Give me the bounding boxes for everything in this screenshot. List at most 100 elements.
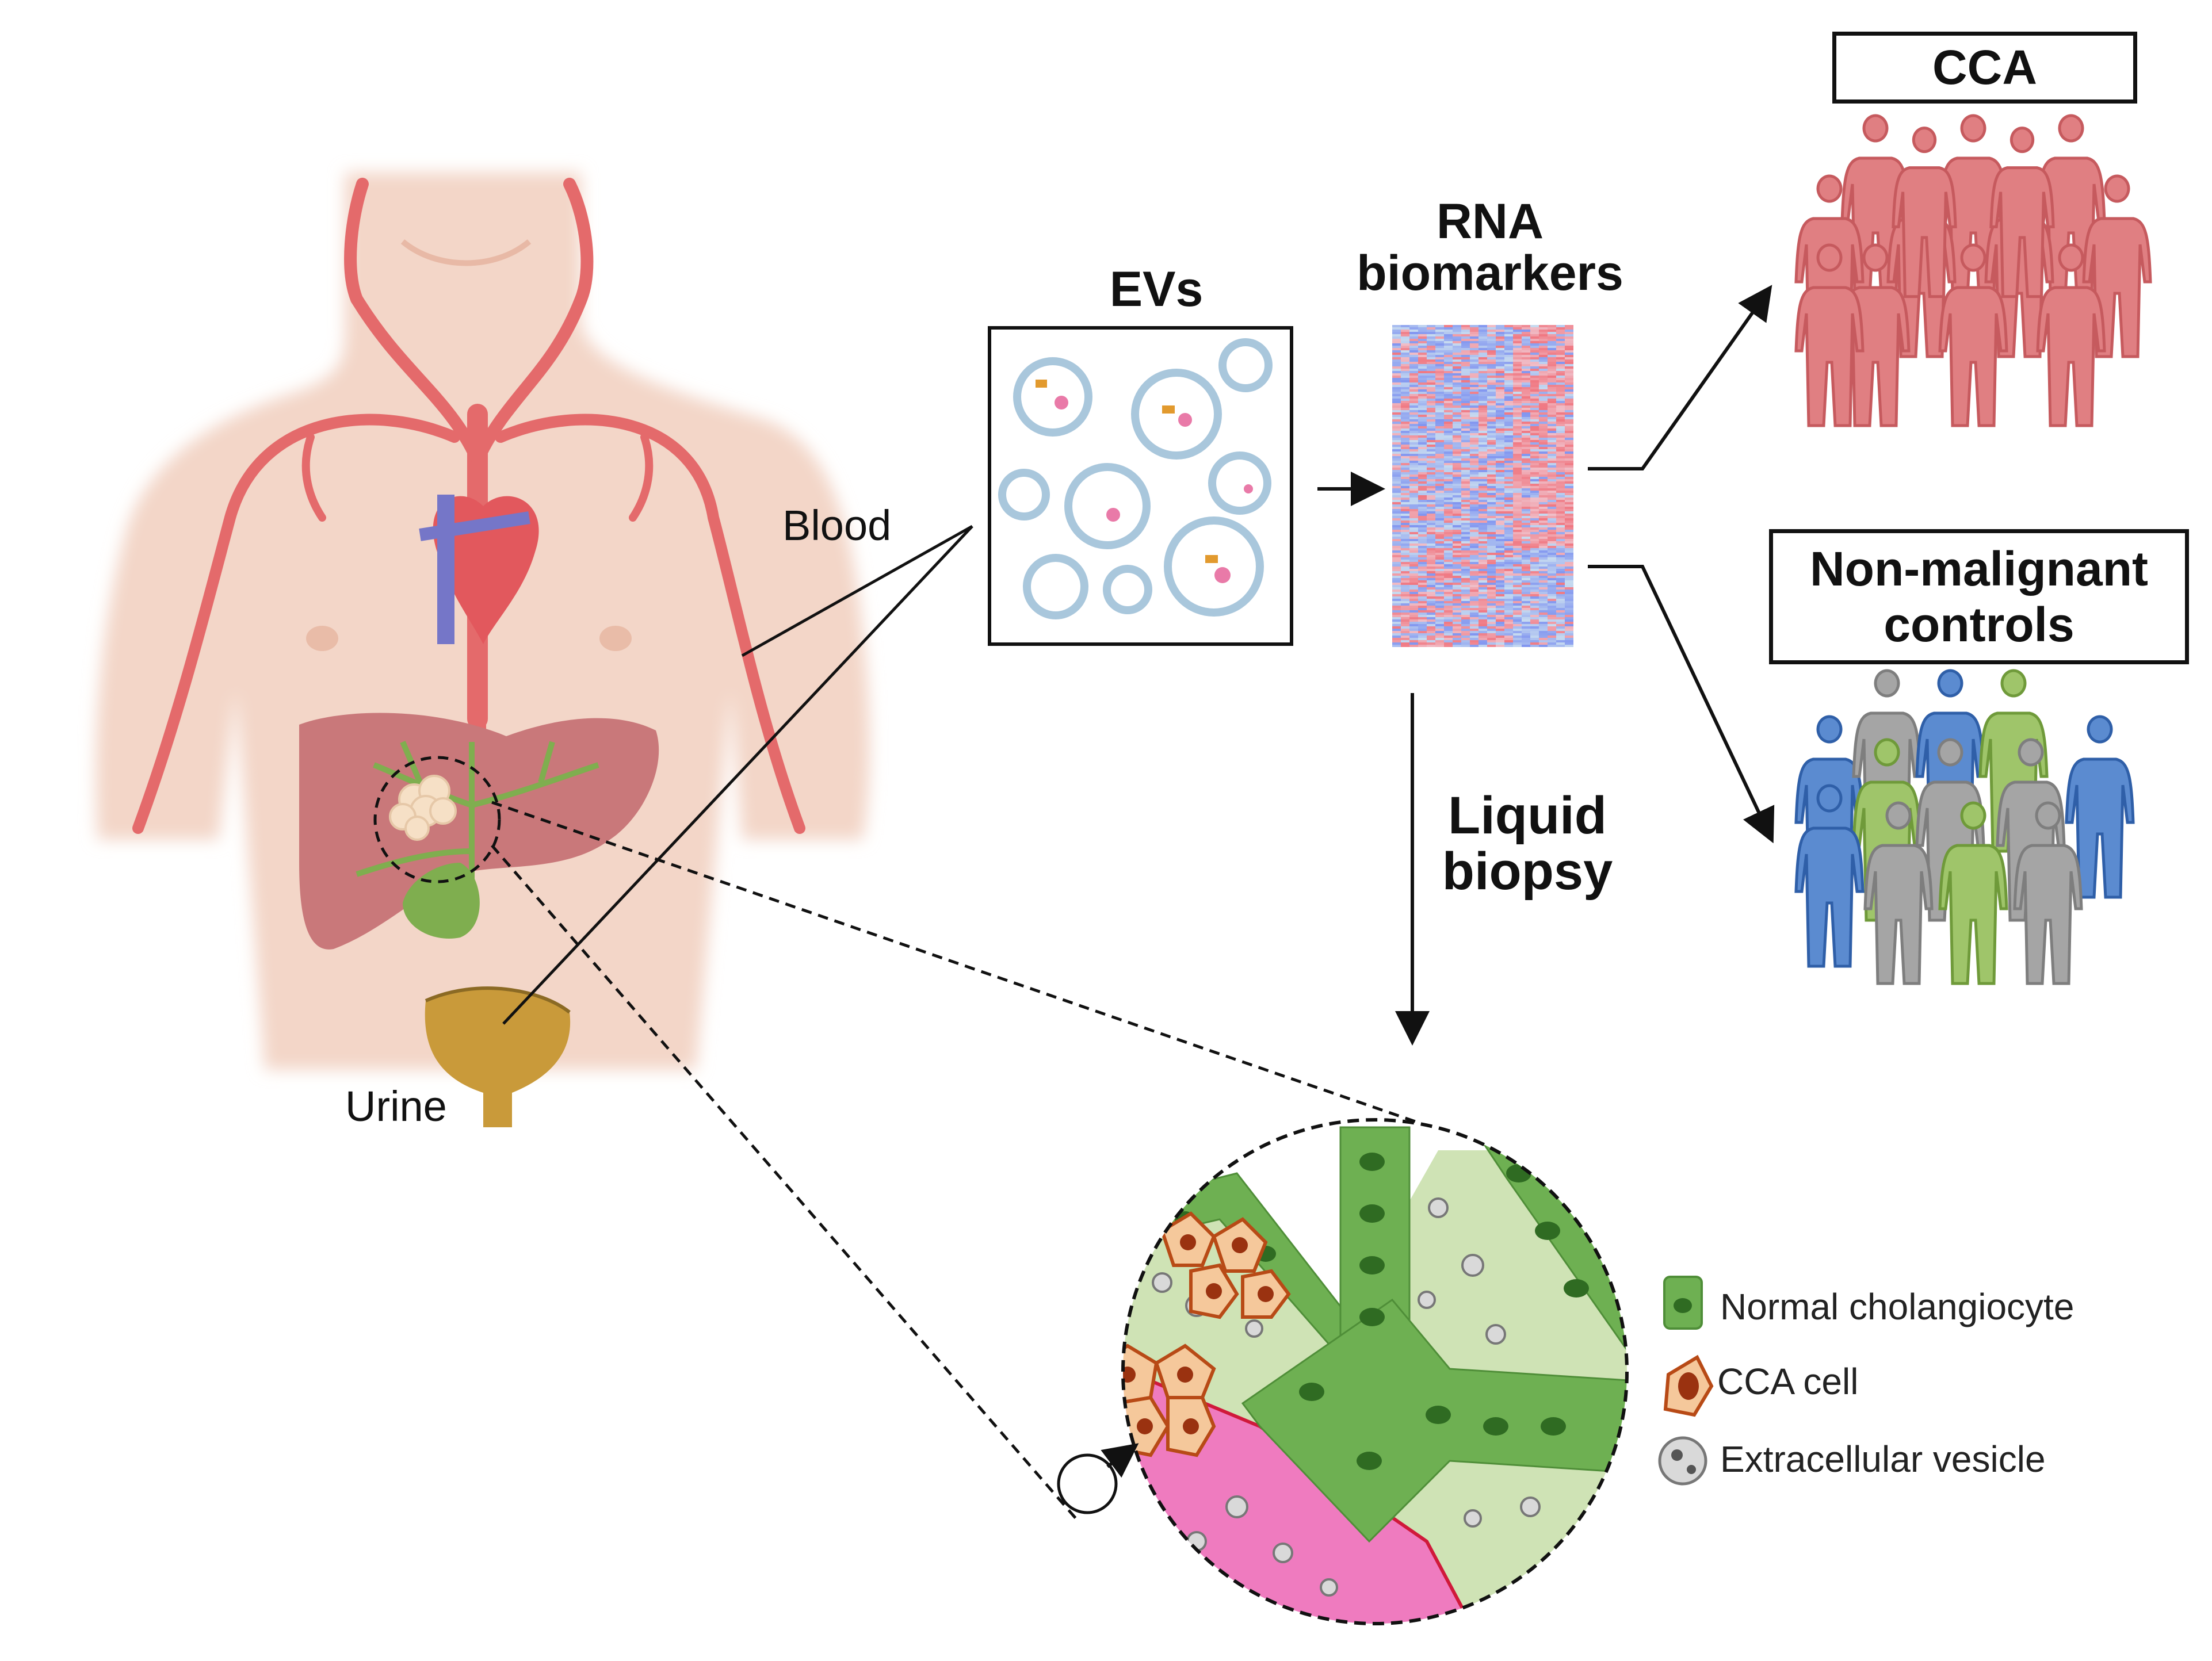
heatmap-cell <box>1496 560 1504 562</box>
heatmap-cell <box>1504 484 1513 486</box>
heatmap-cell <box>1496 346 1504 348</box>
heatmap-cell <box>1409 428 1418 431</box>
heatmap-cell <box>1513 399 1522 401</box>
heatmap-cell <box>1409 502 1418 504</box>
heatmap-cell <box>1565 571 1573 573</box>
heatmap-cell <box>1513 445 1522 447</box>
heatmap-cell <box>1487 636 1496 638</box>
heatmap-cell <box>1548 507 1556 509</box>
heatmap-cell <box>1409 438 1418 440</box>
heatmap-cell <box>1530 456 1539 458</box>
heatmap-cell <box>1435 569 1444 571</box>
heatmap-cell <box>1539 587 1548 590</box>
heatmap-cell <box>1401 601 1409 603</box>
heatmap-cell <box>1530 410 1539 412</box>
heatmap-cell <box>1418 642 1427 645</box>
heatmap-cell <box>1435 334 1444 336</box>
heatmap-cell <box>1427 599 1435 601</box>
heatmap-cell <box>1530 596 1539 599</box>
heatmap-cell <box>1427 389 1435 392</box>
heatmap-cell <box>1392 389 1401 392</box>
heatmap-cell <box>1453 440 1461 442</box>
heatmap-cell <box>1427 442 1435 445</box>
heatmap-cell <box>1453 636 1461 638</box>
heatmap-cell <box>1522 486 1530 488</box>
heatmap-cell <box>1530 415 1539 417</box>
heatmap-cell <box>1539 348 1548 350</box>
heatmap-cell <box>1504 599 1513 601</box>
heatmap-cell <box>1556 532 1565 534</box>
heatmap-cell <box>1513 488 1522 491</box>
heatmap-cell <box>1427 449 1435 451</box>
heatmap-cell <box>1418 371 1427 373</box>
heatmap-cell <box>1444 451 1453 454</box>
heatmap-cell <box>1409 500 1418 502</box>
heatmap-cell <box>1565 440 1573 442</box>
heatmap-cell <box>1539 408 1548 410</box>
heatmap-cell <box>1513 454 1522 456</box>
heatmap-cell <box>1453 502 1461 504</box>
heatmap-cell <box>1427 454 1435 456</box>
heatmap-cell <box>1444 433 1453 435</box>
heatmap-cell <box>1522 518 1530 521</box>
heatmap-cell <box>1513 424 1522 426</box>
heatmap-cell <box>1479 530 1487 532</box>
heatmap-cell <box>1530 362 1539 364</box>
heatmap-cell <box>1522 353 1530 355</box>
heatmap-cell <box>1435 599 1444 601</box>
heatmap-cell <box>1470 617 1479 619</box>
heatmap-cell <box>1496 463 1504 465</box>
heatmap-cell <box>1409 327 1418 330</box>
heatmap-cell <box>1435 502 1444 504</box>
heatmap-cell <box>1548 431 1556 433</box>
heatmap-cell <box>1487 451 1496 454</box>
heatmap-cell <box>1409 401 1418 403</box>
heatmap-cell <box>1513 431 1522 433</box>
heatmap-cell <box>1539 359 1548 362</box>
heatmap-cell <box>1565 610 1573 613</box>
heatmap-cell <box>1470 541 1479 544</box>
heatmap-cell <box>1522 534 1530 537</box>
heatmap-cell <box>1427 497 1435 500</box>
heatmap-cell <box>1487 599 1496 601</box>
heatmap-cell <box>1504 617 1513 619</box>
heatmap-cell <box>1470 362 1479 364</box>
heatmap-cell <box>1496 562 1504 564</box>
heatmap-cell <box>1470 438 1479 440</box>
heatmap-cell <box>1479 571 1487 573</box>
heatmap-cell <box>1504 399 1513 401</box>
heatmap-cell <box>1530 463 1539 465</box>
heatmap-cell <box>1418 569 1427 571</box>
heatmap-cell <box>1409 562 1418 564</box>
heatmap-cell <box>1470 534 1479 537</box>
heatmap-cell <box>1548 640 1556 642</box>
heatmap-cell <box>1548 385 1556 387</box>
heatmap-cell <box>1401 440 1409 442</box>
heatmap-cell <box>1548 601 1556 603</box>
heatmap-cell <box>1539 325 1548 327</box>
heatmap-cell <box>1418 412 1427 415</box>
heatmap-cell <box>1392 516 1401 518</box>
heatmap-cell <box>1444 567 1453 569</box>
heatmap-cell <box>1556 336 1565 339</box>
heatmap-cell <box>1556 357 1565 359</box>
heatmap-cell <box>1496 392 1504 394</box>
heatmap-cell <box>1392 592 1401 594</box>
heatmap-cell <box>1470 424 1479 426</box>
heatmap-cell <box>1470 401 1479 403</box>
heatmap-cell <box>1530 339 1539 341</box>
heatmap-cell <box>1513 497 1522 500</box>
heatmap-cell <box>1435 557 1444 560</box>
heatmap-cell <box>1522 615 1530 617</box>
heatmap-cell <box>1435 470 1444 472</box>
heatmap-cell <box>1556 341 1565 343</box>
heatmap-cell <box>1496 486 1504 488</box>
heatmap-cell <box>1409 346 1418 348</box>
heatmap-cell <box>1409 378 1418 380</box>
heatmap-cell <box>1461 583 1470 585</box>
heatmap-cell <box>1548 493 1556 495</box>
heatmap-cell <box>1496 567 1504 569</box>
heatmap-cell <box>1556 392 1565 394</box>
cca-box: CCA <box>1832 32 2137 104</box>
heatmap-cell <box>1530 373 1539 376</box>
